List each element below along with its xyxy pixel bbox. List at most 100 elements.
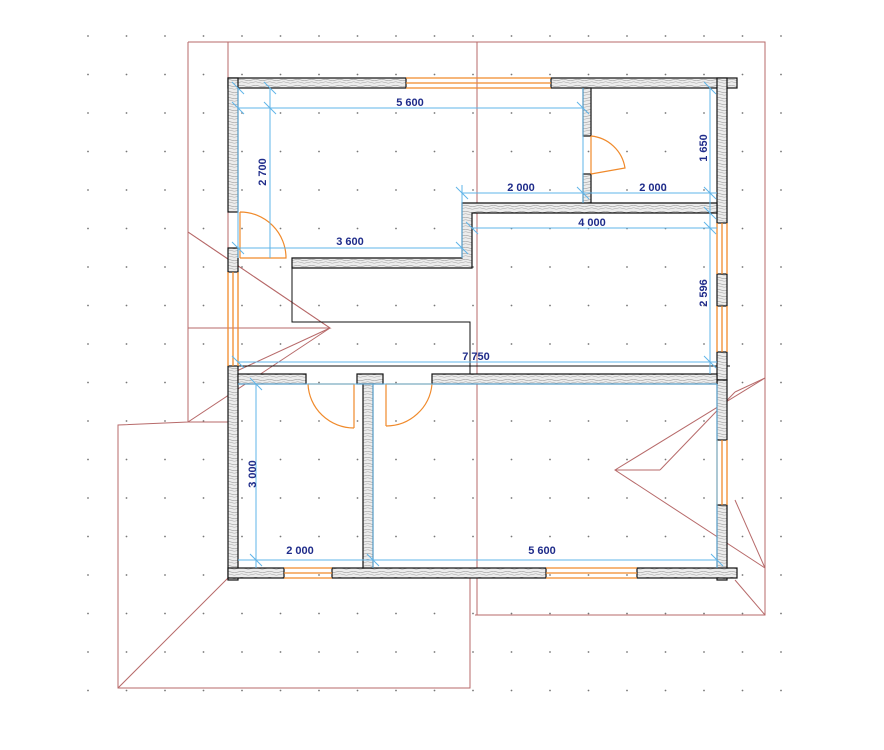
walls bbox=[227, 77, 738, 581]
grid-dot bbox=[626, 112, 628, 114]
grid-dot bbox=[318, 150, 320, 153]
grid-dot bbox=[125, 651, 128, 653]
wall-top-left bbox=[227, 77, 407, 89]
grid-dot bbox=[164, 689, 166, 692]
grid-dot bbox=[664, 150, 667, 153]
grid-dot bbox=[472, 73, 474, 76]
grid-dot bbox=[395, 497, 397, 499]
grid-dot bbox=[472, 458, 474, 461]
grid-dot bbox=[664, 73, 667, 76]
grid-dot bbox=[395, 304, 397, 307]
grid-dot bbox=[164, 651, 166, 653]
grid-dot bbox=[202, 458, 205, 461]
grid-dot bbox=[87, 112, 89, 114]
dimension-labels: 5 600 1 650 2 700 2 000 2 000 3 600 4 00… bbox=[247, 97, 710, 557]
dim-label-mid-2000-a: 2 000 bbox=[507, 182, 535, 194]
grid-dot bbox=[703, 535, 705, 538]
grid-dot bbox=[241, 343, 243, 345]
grid-dot bbox=[510, 73, 513, 76]
grid-dot bbox=[318, 35, 320, 37]
grid-dot bbox=[472, 689, 474, 692]
grid-dot bbox=[202, 420, 205, 422]
grid-dot bbox=[202, 150, 205, 153]
grid-dot bbox=[164, 189, 166, 191]
grid-dot bbox=[780, 651, 782, 653]
grid-dot bbox=[664, 497, 667, 499]
grid-dot bbox=[510, 497, 513, 499]
grid-dot bbox=[472, 612, 474, 615]
door-swing-lower-left bbox=[307, 383, 355, 429]
roof-left-hip-lower bbox=[117, 327, 471, 689]
grid-dot bbox=[433, 420, 436, 422]
grid-dot bbox=[587, 420, 590, 422]
grid-dot bbox=[356, 689, 359, 692]
grid-dot bbox=[164, 497, 166, 499]
grid-dot bbox=[433, 227, 436, 230]
grid-dot bbox=[164, 343, 166, 345]
grid-dot bbox=[241, 189, 243, 191]
grid-dot bbox=[279, 420, 282, 422]
grid-dot bbox=[279, 535, 282, 538]
grid-dot bbox=[356, 73, 359, 76]
grid-dot bbox=[433, 689, 436, 692]
grid-dot bbox=[87, 304, 89, 307]
grid-dot bbox=[125, 343, 128, 345]
grid-dot bbox=[318, 497, 320, 499]
grid-dot bbox=[87, 574, 89, 576]
grid-dot bbox=[241, 651, 243, 653]
grid-dot bbox=[241, 497, 243, 499]
grid-dot bbox=[664, 189, 667, 191]
grid-dot bbox=[395, 73, 397, 76]
grid-dot bbox=[587, 304, 590, 307]
grid-dot bbox=[587, 497, 590, 499]
grid-dot bbox=[587, 535, 590, 538]
grid-dot bbox=[703, 420, 705, 422]
window-bottom-left bbox=[284, 567, 332, 579]
grid-dot bbox=[587, 689, 590, 692]
wall-bottom-right bbox=[636, 567, 738, 579]
grid-dot bbox=[433, 35, 436, 37]
grid-dot bbox=[703, 35, 705, 37]
grid-dot bbox=[780, 266, 782, 268]
grid-dot bbox=[780, 35, 782, 37]
grid-dot bbox=[472, 189, 474, 191]
grid-dot bbox=[318, 689, 320, 692]
grid-dot bbox=[549, 150, 551, 153]
grid-dot bbox=[241, 150, 243, 153]
wall-partition-step bbox=[291, 202, 718, 269]
grid-dot bbox=[395, 112, 397, 114]
wall-right-bottom bbox=[716, 379, 728, 441]
grid-dot bbox=[587, 651, 590, 653]
grid-dot bbox=[510, 189, 513, 191]
grid-dot bbox=[279, 304, 282, 307]
grid-dot bbox=[626, 535, 628, 538]
dim-label-room-4000: 4 000 bbox=[578, 217, 606, 229]
grid-dot bbox=[279, 612, 282, 615]
grid-dot bbox=[433, 343, 436, 345]
grid-dot bbox=[549, 651, 551, 653]
grid-dot bbox=[87, 35, 89, 37]
grid-dot bbox=[241, 73, 243, 76]
grid-dot bbox=[202, 227, 205, 230]
grid-dot bbox=[549, 535, 551, 538]
grid-dot bbox=[356, 497, 359, 499]
grid-dot bbox=[202, 343, 205, 345]
window-right-mid bbox=[716, 306, 728, 352]
grid-dot bbox=[125, 189, 128, 191]
grid-dot bbox=[549, 304, 551, 307]
grid-dot bbox=[549, 73, 551, 76]
grid-dot bbox=[549, 458, 551, 461]
grid-dot bbox=[318, 343, 320, 345]
grid-dot bbox=[703, 189, 705, 191]
grid-dot bbox=[703, 689, 705, 692]
grid-dot bbox=[395, 612, 397, 615]
grid-dot bbox=[125, 112, 128, 114]
grid-dot bbox=[664, 266, 667, 268]
grid-dot bbox=[433, 112, 436, 114]
roof-right-diag-low bbox=[734, 499, 766, 569]
grid-dot bbox=[703, 343, 705, 345]
grid-dot bbox=[626, 343, 628, 345]
door-swing-left bbox=[239, 211, 287, 259]
grid-dot bbox=[587, 35, 590, 37]
grid-dot bbox=[125, 497, 128, 499]
